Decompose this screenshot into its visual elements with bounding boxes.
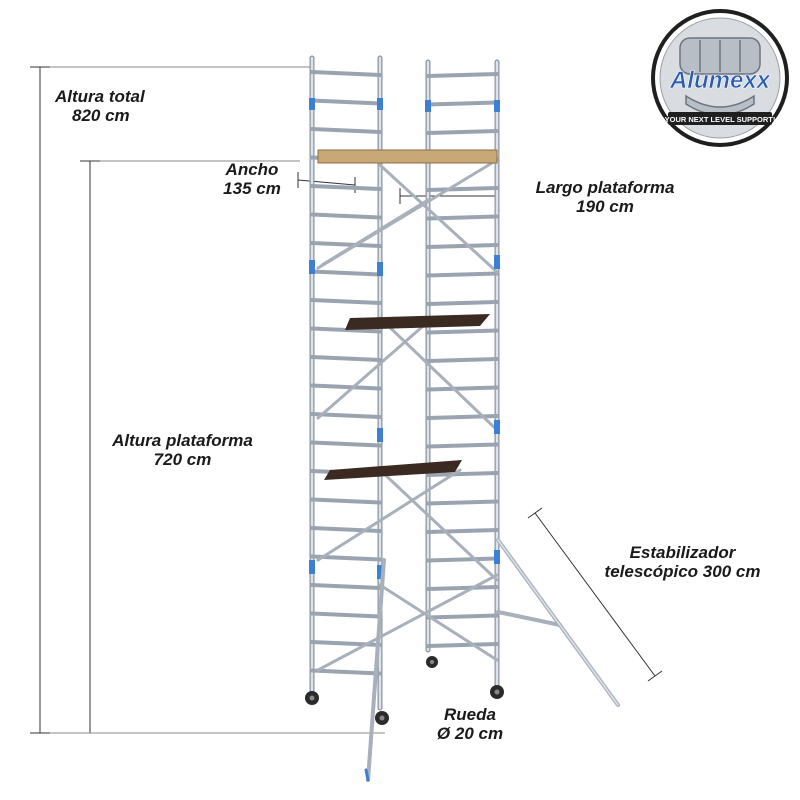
brand-name: Alumexx (669, 67, 772, 94)
rung-right (426, 556, 499, 563)
rung-left (310, 269, 382, 277)
rung-right (426, 642, 499, 648)
fist-logo-icon (679, 37, 761, 116)
rung-right (426, 186, 499, 192)
rung-right (426, 585, 499, 591)
rung-right (426, 613, 499, 620)
rung-left (310, 611, 382, 619)
rung-left (310, 184, 382, 191)
rung-left (310, 526, 382, 533)
rung-left (310, 355, 382, 362)
rung-left (310, 497, 382, 505)
wheel-title: Rueda (444, 705, 496, 724)
platform-length-value: 190 cm (576, 197, 634, 216)
total-height-value: 820 cm (72, 106, 130, 125)
rung-left (310, 127, 382, 134)
total-height-title: Altura total (55, 87, 145, 106)
rung-right (426, 528, 499, 534)
stabilizer-label: Estabilizador telescópico 300 cm (585, 543, 780, 581)
rung-left (310, 70, 382, 77)
rung-right (426, 129, 499, 135)
rung-left (310, 440, 382, 448)
rung-left (310, 241, 382, 248)
rung-right (426, 100, 499, 107)
rung-left (310, 668, 382, 676)
wheel-label: Rueda Ø 20 cm (425, 705, 515, 743)
brand-logo: Alumexx YOUR NEXT LEVEL SUPPORT! (651, 9, 789, 147)
rung-left (310, 383, 382, 391)
platform-length-label: Largo plataforma 190 cm (510, 178, 700, 216)
rung-left (310, 298, 382, 305)
brand-slogan: YOUR NEXT LEVEL SUPPORT! (665, 115, 776, 124)
rung-right (426, 499, 499, 506)
rung-right (426, 72, 499, 78)
platform-height-label: Altura plataforma 720 cm (95, 431, 270, 469)
platform-length-title: Largo plataforma (535, 178, 675, 197)
rung-left (310, 98, 382, 106)
width-title: Ancho (225, 160, 279, 179)
rung-right (426, 414, 499, 420)
width-label: Ancho 135 cm (212, 160, 292, 198)
width-value: 135 cm (223, 179, 281, 198)
rung-right (426, 300, 499, 306)
rung-right (426, 357, 499, 363)
total-height-label: Altura total 820 cm (55, 87, 145, 125)
rung-left (310, 212, 382, 220)
stabilizer-title: Estabilizador (629, 543, 736, 562)
rung-left (310, 583, 382, 590)
rung-right (426, 442, 499, 449)
platform-height-title: Altura plataforma (112, 431, 253, 450)
rung-right (426, 243, 499, 249)
wheel-value: Ø 20 cm (436, 724, 504, 743)
dimension-lines (30, 66, 663, 734)
scaffold-frame (305, 55, 620, 782)
rung-right (426, 271, 499, 278)
platform-height-value: 720 cm (153, 450, 212, 469)
rung-left (310, 326, 382, 334)
rung-right (426, 328, 499, 335)
rung-right (426, 471, 499, 477)
stabilizer-value: telescópico 300 cm (604, 562, 761, 581)
rung-right (426, 385, 499, 392)
